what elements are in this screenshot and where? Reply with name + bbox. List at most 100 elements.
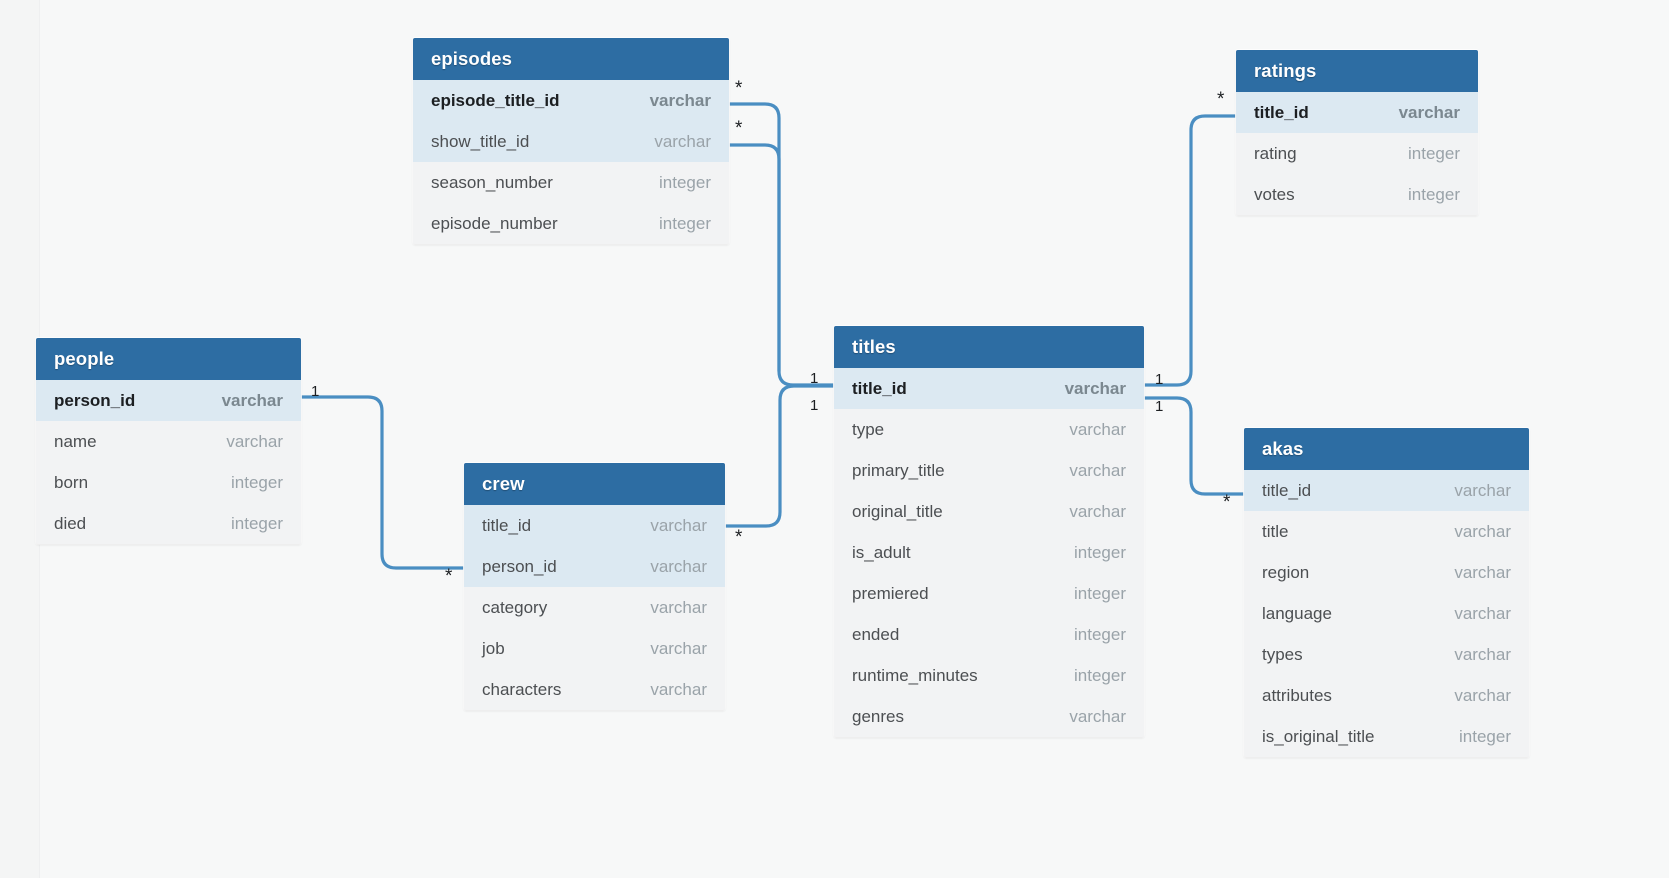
field-type: integer bbox=[1408, 143, 1460, 163]
field-type: varchar bbox=[1069, 501, 1126, 521]
field-name: category bbox=[482, 597, 548, 617]
field-name: rating bbox=[1254, 143, 1297, 163]
relationship-titles-ratings bbox=[1142, 114, 1238, 387]
field-name: episode_number bbox=[431, 213, 558, 233]
field-name: title_id bbox=[482, 515, 532, 535]
field-type: varchar bbox=[1454, 603, 1511, 623]
cardinality-titles-title-id-one-episodes: 1 bbox=[810, 370, 819, 387]
entity-ratings[interactable]: ratings title_id varchar rating integer votes… bbox=[1236, 50, 1478, 215]
field-name: job bbox=[482, 638, 505, 658]
field-type: varchar bbox=[650, 597, 707, 617]
field-row[interactable]: title_id varchar bbox=[464, 505, 725, 546]
cardinality-crew-person-id-many: * bbox=[445, 566, 453, 587]
field-type: varchar bbox=[1064, 378, 1126, 398]
field-type: varchar bbox=[1069, 460, 1126, 480]
field-row[interactable]: job varchar bbox=[464, 628, 725, 669]
cardinality-titles-title-id-one-crew: 1 bbox=[810, 397, 819, 414]
field-row[interactable]: title_id varchar bbox=[1236, 92, 1478, 133]
field-row[interactable]: rating integer bbox=[1236, 133, 1478, 174]
field-name: language bbox=[1262, 603, 1332, 623]
field-type: integer bbox=[659, 172, 711, 192]
field-name: original_title bbox=[852, 501, 943, 521]
field-name: primary_title bbox=[852, 460, 945, 480]
entity-title-episodes: episodes bbox=[413, 38, 729, 80]
field-name: votes bbox=[1254, 184, 1295, 204]
field-type: varchar bbox=[654, 131, 711, 151]
field-row[interactable]: season_number integer bbox=[413, 162, 729, 203]
field-row[interactable]: person_id varchar bbox=[464, 546, 725, 587]
field-name: episode_title_id bbox=[431, 90, 560, 110]
entity-title-titles: titles bbox=[834, 326, 1144, 368]
cardinality-akas-title-id-many: * bbox=[1223, 492, 1231, 513]
field-type: varchar bbox=[650, 515, 707, 535]
entity-title-akas: akas bbox=[1244, 428, 1529, 470]
field-name: type bbox=[852, 419, 885, 439]
field-type: integer bbox=[1074, 665, 1126, 685]
field-name: season_number bbox=[431, 172, 553, 192]
field-name: title_id bbox=[1254, 102, 1309, 122]
field-name: runtime_minutes bbox=[852, 665, 978, 685]
field-type: varchar bbox=[1069, 706, 1126, 726]
field-type: varchar bbox=[650, 638, 707, 658]
field-row[interactable]: language varchar bbox=[1244, 593, 1529, 634]
field-type: varchar bbox=[226, 431, 283, 451]
field-row[interactable]: primary_title varchar bbox=[834, 450, 1144, 491]
field-name: person_id bbox=[482, 556, 557, 576]
entity-title-ratings: ratings bbox=[1236, 50, 1478, 92]
field-row[interactable]: name varchar bbox=[36, 421, 301, 462]
relationship-episodes-titles-episode bbox=[727, 102, 836, 387]
cardinality-crew-title-id-many: * bbox=[735, 527, 743, 548]
field-row[interactable]: category varchar bbox=[464, 587, 725, 628]
field-name: premiered bbox=[852, 583, 929, 603]
field-name: types bbox=[1262, 644, 1303, 664]
canvas-left-gutter bbox=[0, 0, 40, 878]
field-name: is_adult bbox=[852, 542, 911, 562]
cardinality-titles-title-id-one-ratings: 1 bbox=[1155, 371, 1164, 388]
field-row[interactable]: died integer bbox=[36, 503, 301, 544]
field-type: integer bbox=[231, 513, 283, 533]
field-type: varchar bbox=[1454, 521, 1511, 541]
field-type: integer bbox=[231, 472, 283, 492]
field-row[interactable]: original_title varchar bbox=[834, 491, 1144, 532]
field-name: died bbox=[54, 513, 87, 533]
field-row[interactable]: title_id varchar bbox=[834, 368, 1144, 409]
field-type: varchar bbox=[1454, 562, 1511, 582]
field-name: title_id bbox=[852, 378, 907, 398]
field-name: name bbox=[54, 431, 97, 451]
field-type: varchar bbox=[1454, 685, 1511, 705]
field-row[interactable]: runtime_minutes integer bbox=[834, 655, 1144, 696]
field-type: varchar bbox=[650, 556, 707, 576]
relationship-episodes-titles-show bbox=[727, 143, 781, 373]
cardinality-episodes-show-title-id-many: * bbox=[735, 118, 743, 139]
field-type: varchar bbox=[1398, 102, 1460, 122]
field-type: varchar bbox=[221, 390, 283, 410]
cardinality-episodes-episode-title-id-many: * bbox=[735, 78, 743, 99]
